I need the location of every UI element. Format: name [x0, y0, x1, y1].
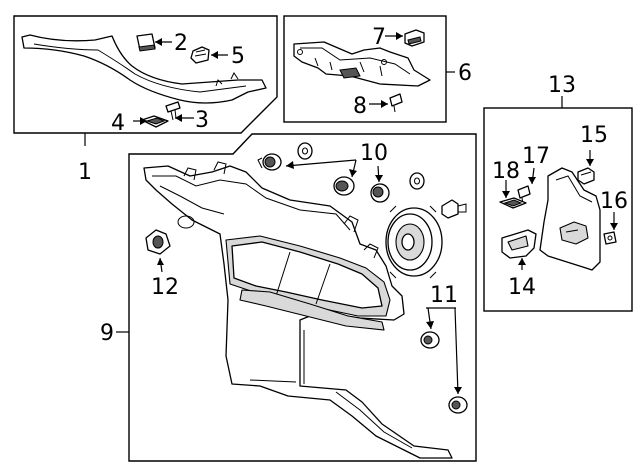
- callout-2: 2: [174, 31, 188, 56]
- bolt-icon: [441, 199, 467, 219]
- clip-16-icon: [603, 231, 617, 245]
- screw-8-icon: [389, 93, 403, 107]
- callout-1: 1: [78, 160, 92, 185]
- fastener-10a-icon: [257, 153, 282, 171]
- callout-14: 14: [508, 275, 536, 300]
- callout-16: 16: [600, 189, 628, 214]
- fastener-10c-icon: [370, 183, 390, 203]
- clip-12-icon: [145, 229, 171, 255]
- callout-13: 13: [548, 73, 576, 98]
- callout-10: 10: [360, 141, 388, 166]
- callout-3: 3: [195, 108, 209, 133]
- callout-11: 11: [430, 283, 458, 308]
- callout-15: 15: [580, 123, 608, 148]
- callout-6: 6: [458, 61, 472, 86]
- callout-9: 9: [100, 321, 114, 346]
- screw-3-icon: [165, 101, 181, 113]
- screw-17-icon: [517, 185, 531, 199]
- callout-7: 7: [372, 25, 386, 50]
- callout-17: 17: [522, 144, 550, 169]
- clip-11b-icon: [448, 396, 468, 414]
- group-13-box: [483, 96, 633, 312]
- clip-15-icon: [577, 167, 595, 185]
- trim-14-panel-icon: [539, 167, 601, 271]
- callout-8: 8: [353, 94, 367, 119]
- speaker-icon: [385, 205, 443, 279]
- clip-11a-icon: [420, 331, 440, 349]
- callout-4: 4: [111, 111, 125, 136]
- group-6-box: [283, 15, 455, 123]
- fastener-10b-icon: [333, 176, 355, 196]
- bracket-6-icon: [293, 41, 431, 87]
- callout-18: 18: [492, 159, 520, 184]
- callout-12: 12: [151, 275, 179, 300]
- callout-5: 5: [231, 44, 245, 69]
- group-9-box: [116, 133, 477, 462]
- group-1-box: [13, 15, 278, 146]
- washer-10b-icon: [409, 172, 425, 190]
- washer-10a-icon: [297, 142, 313, 160]
